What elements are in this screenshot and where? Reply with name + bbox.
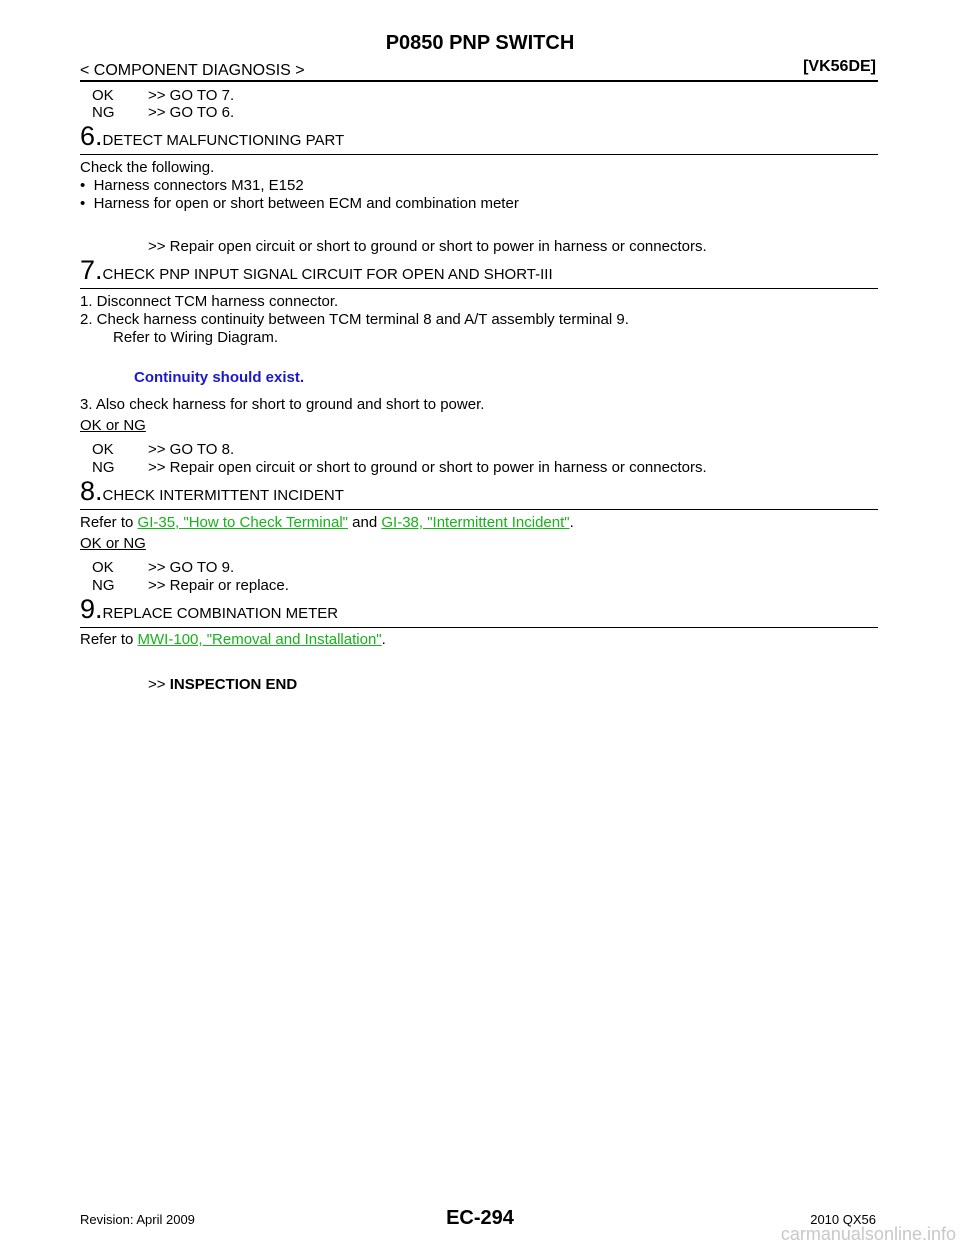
page-title: P0850 PNP SWITCH [385,32,575,54]
step-intro: Check the following. [80,159,215,176]
spec-value: Continuity should exist. [134,369,305,386]
revision-date: Revision: April 2009 [80,1212,195,1227]
bullet-item: • Harness connectors M31, E152 [80,177,304,195]
step-9-heading: 9.REPLACE COMBINATION METER [80,596,338,623]
bullet-icon: • [80,195,94,212]
result-key: OK [92,559,114,576]
step-divider [80,154,878,155]
period: . [381,631,386,648]
ok-or-ng-label: OK or NG [80,535,146,552]
result-text: >> GO TO 7. [148,87,235,104]
link-how-to-check-terminal[interactable]: GI-35, "How to Check Terminal" [137,514,348,531]
numbered-item: 1. Disconnect TCM harness connector. [80,293,339,310]
step-action: >> Repair open circuit or short to groun… [148,238,707,255]
model-year: 2010 QX56 [810,1212,876,1227]
step-title: CHECK INTERMITTENT INCIDENT [102,487,344,504]
result-text: >> GO TO 8. [148,441,235,458]
step-6-heading: 6.DETECT MALFUNCTIONING PART [80,123,344,150]
result-text: >> GO TO 6. [148,104,235,121]
result-key: NG [92,577,115,594]
refer-text: Refer to [80,514,138,531]
step-title: REPLACE COMBINATION METER [102,605,339,622]
result-row: NG >> Repair or replace. [92,577,289,595]
refer-text: Refer to [80,631,138,648]
link-removal-and-installation[interactable]: MWI-100, "Removal and Installation" [137,631,382,648]
step-title: CHECK PNP INPUT SIGNAL CIRCUIT FOR OPEN … [102,266,553,283]
step-action: >> INSPECTION END [148,676,297,694]
step-title: DETECT MALFUNCTIONING PART [102,132,345,149]
watermark: carmanualsonline.info [780,1224,956,1244]
result-text: >> GO TO 9. [148,559,235,576]
step-8-heading: 8.CHECK INTERMITTENT INCIDENT [80,478,344,505]
result-key: OK [92,441,114,458]
result-text: >> Repair or replace. [148,577,289,594]
header-divider [80,80,878,82]
result-key: OK [92,87,114,104]
sub-note: Refer to Wiring Diagram. [113,329,279,346]
numbered-item: 3. Also check harness for short to groun… [80,396,485,413]
and-text: and [347,514,382,531]
section-label: < COMPONENT DIAGNOSIS > [80,62,305,79]
step-number: 9. [80,594,103,624]
period: . [569,514,574,531]
page-number: EC-294 [446,1207,514,1229]
link-intermittent-incident[interactable]: GI-38, "Intermittent Incident" [381,514,570,531]
action-text: INSPECTION END [169,676,298,693]
result-row: OK >> GO TO 8. [92,441,234,459]
result-row: OK >> GO TO 9. [92,559,234,577]
step-divider [80,509,878,510]
ok-or-ng-label: OK or NG [80,417,146,434]
bullet-text: Harness for open or short between ECM an… [93,195,519,212]
reference-line: Refer to MWI-100, "Removal and Installat… [80,631,386,649]
action-prefix: >> [148,676,170,693]
step-number: 7. [80,255,103,285]
result-key: NG [92,459,115,476]
step-7-heading: 7.CHECK PNP INPUT SIGNAL CIRCUIT FOR OPE… [80,257,553,284]
step-number: 8. [80,476,103,506]
bullet-item: • Harness for open or short between ECM … [80,195,519,213]
engine-code: [VK56DE] [803,58,876,75]
step-divider [80,288,878,289]
bullet-text: Harness connectors M31, E152 [93,177,304,194]
step-divider [80,627,878,628]
step-number: 6. [80,121,103,151]
result-key: NG [92,104,115,121]
numbered-item: 2. Check harness continuity between TCM … [80,311,629,328]
bullet-icon: • [80,177,94,194]
result-row: NG >> GO TO 6. [92,104,234,122]
result-text: >> Repair open circuit or short to groun… [148,459,707,476]
result-row: NG >> Repair open circuit or short to gro… [92,459,707,477]
reference-line: Refer to GI-35, "How to Check Terminal" … [80,514,574,532]
result-row: OK >> GO TO 7. [92,87,234,105]
